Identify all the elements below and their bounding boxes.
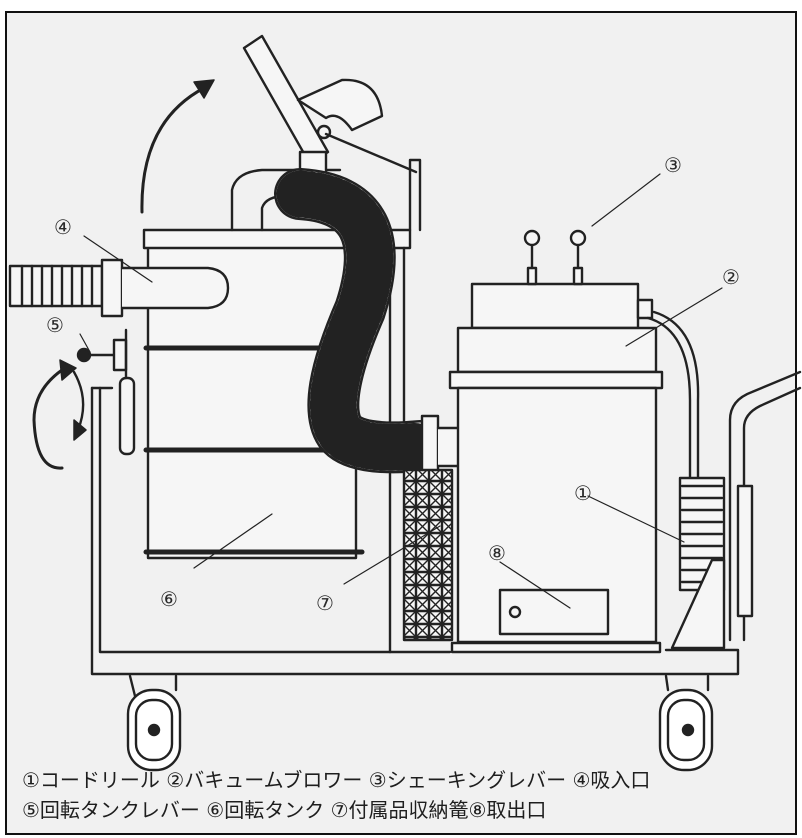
leader-lines [79, 173, 723, 609]
cord-reel [646, 310, 754, 650]
callout-3: ③ [664, 153, 682, 177]
callout-7: ⑦ [316, 591, 334, 615]
vacuum-blower [448, 229, 664, 644]
lid-open-arrow [140, 79, 215, 214]
callout-5: ⑤ [46, 313, 64, 337]
caption-line-2: ⑤回転タンクレバー ⑥回転タンク ⑦付属品収納篭⑧取出口 [22, 798, 547, 822]
callout-2: ② [722, 265, 740, 289]
accessory-basket [402, 468, 454, 642]
intake-hose [8, 258, 230, 318]
wheel-left [126, 674, 182, 772]
rotating-tank-lever [76, 328, 136, 456]
callout-8: ⑧ [488, 541, 506, 565]
caption-line-1: ①コードリール ②バキュームブロワー ③シェーキングレバー ④吸入口 [22, 768, 651, 792]
rotation-arrow [32, 359, 87, 470]
callout-1: ① [574, 481, 592, 505]
wheel-right [658, 674, 714, 772]
callout-6: ⑥ [160, 587, 178, 611]
tank-lid [242, 34, 418, 212]
callout-4: ④ [54, 215, 72, 239]
